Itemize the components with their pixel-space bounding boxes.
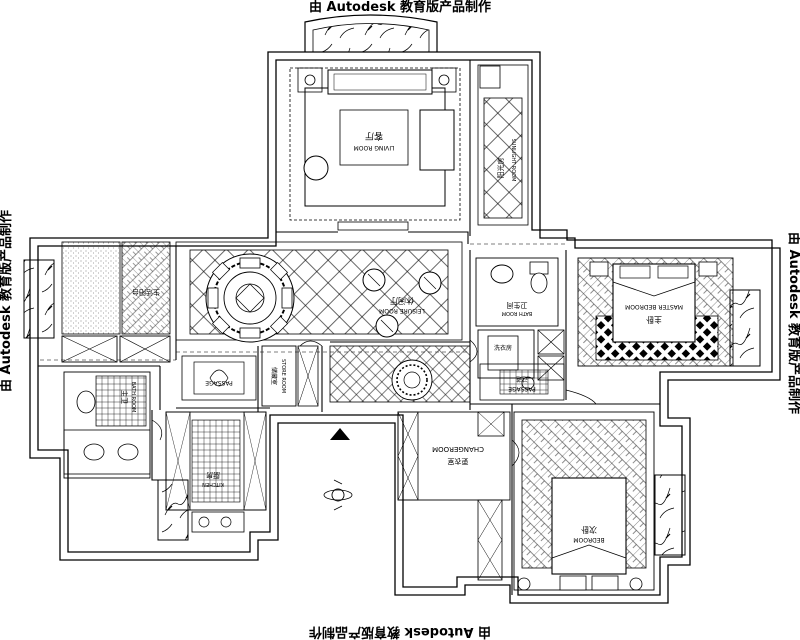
utility-balcony-label: 生活阳台 [132, 288, 160, 297]
utility-balcony: 生活阳台 [61, 241, 171, 363]
change-label-cn: 更衣室 [448, 457, 469, 466]
store-label-cn: 储藏室 [270, 367, 278, 385]
bathroom-2: 主卫 BATH ROOM [63, 371, 151, 479]
wash-room-label: 洗衣房 [494, 344, 512, 352]
bath2-label-cn: 主卫 [120, 390, 129, 404]
leisure-label-cn: 休闲厅 [390, 296, 414, 306]
living-label-en: LIVING ROOM [354, 144, 395, 151]
living-label-cn: 客厅 [365, 130, 383, 142]
top-balcony [304, 14, 438, 53]
store-room: 储藏室 STORE ROOM [261, 345, 319, 407]
sunlight-room: 阳光房 SUNLIGHT ROOM [477, 64, 529, 226]
change-label-en: CHANGEROOM [432, 445, 484, 453]
entry-hall [329, 345, 471, 403]
master-bedroom: 主卧 MASTER BEDROOM [577, 257, 734, 367]
bedroom-balcony [654, 474, 686, 556]
kitchen: 厨房 KITCHEN [165, 411, 267, 533]
ceiling-lines [40, 243, 566, 361]
left-balcony [23, 259, 55, 339]
right-balcony [729, 289, 761, 367]
bathroom-1: 卫生间 BATH ROOM [475, 257, 559, 327]
bath2-label-en: BATH ROOM [130, 382, 136, 413]
kitchen-label-cn: 厨房 [206, 471, 220, 480]
dining-leisure-hall: 餐厅 休闲厅 LEISURE ROOM [175, 241, 463, 343]
bedroom: 次卧 BEDROOM [513, 411, 655, 591]
bath1-label-cn: 卫生间 [507, 301, 528, 310]
passage1-label: PASSAGE [205, 379, 233, 386]
interior-walls [38, 60, 660, 595]
passage-2: 过道 PASSAGE [479, 363, 565, 401]
change-room: 更衣室 CHANGEROOM [397, 411, 511, 581]
master-label-en: MASTER BEDROOM [625, 303, 683, 310]
store-label-en: STORE ROOM [280, 359, 286, 393]
bedroom-label-en: BEDROOM [573, 536, 604, 543]
kitchen-label-en: KITCHEN [202, 481, 224, 487]
living-room: 客厅 LIVING ROOM [289, 67, 461, 231]
leisure-label-en: LEISURE ROOM [379, 307, 425, 314]
bedroom-label-cn: 次卧 [581, 525, 597, 535]
watermark-top: 由 Autodesk 教育版产品制作 [308, 0, 492, 15]
door-swings [151, 339, 597, 467]
sunlight-label-en: SUNLIGHT ROOM [510, 139, 516, 182]
exterior-walls [29, 51, 781, 604]
passage2-label-cn: 过道 [516, 375, 528, 383]
passage-1: PASSAGE [181, 355, 257, 401]
passage2-label-en: PASSAGE [508, 385, 536, 392]
bath1-label-en: BATH ROOM [502, 310, 533, 316]
master-label-cn: 主卧 [646, 315, 662, 325]
sunlight-label-cn: 阳光房 [496, 158, 505, 179]
entrance-marker [323, 428, 353, 511]
